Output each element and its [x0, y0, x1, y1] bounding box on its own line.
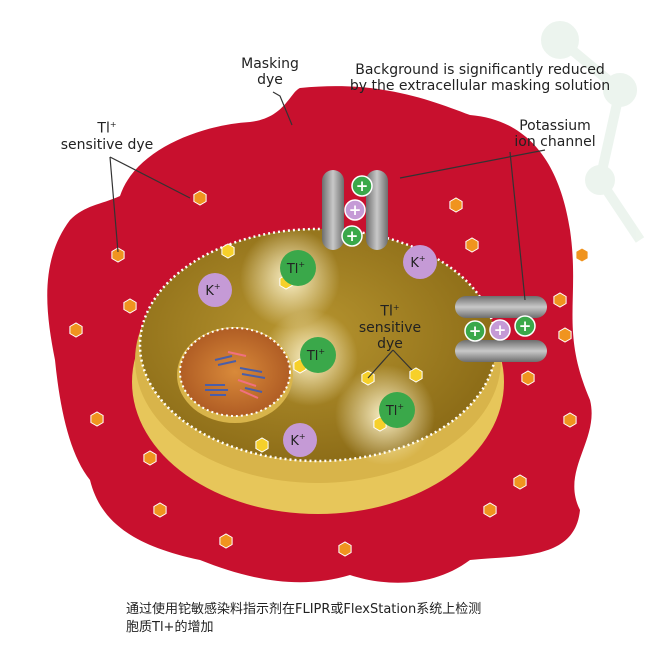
- tl-sensitive-dye-outer-label: Tl+ sensitive dye: [42, 117, 172, 153]
- channel-ion-purple: [489, 319, 511, 341]
- channel-ion-purple-plus: +: [494, 321, 507, 339]
- nucleus-dotted-border: [179, 327, 291, 417]
- potassium-channel-right: + + +: [455, 296, 547, 362]
- potassium-channel-label: Potassium ion channel: [500, 118, 610, 150]
- channel-ion-green-plus: +: [469, 322, 482, 340]
- dye-hexagon: [69, 322, 83, 338]
- tl-charge-inner: +: [392, 303, 400, 312]
- potassium-ion-group: K+K+K+: [198, 245, 437, 457]
- dye-hexagon: [338, 541, 352, 557]
- dye-hexagon: [513, 474, 527, 490]
- dye-hexagon: [449, 197, 463, 213]
- dye-hexagon: [483, 502, 497, 518]
- channel-ion-green-plus: +: [346, 227, 359, 245]
- potassium-channel-line1: Potassium: [519, 118, 591, 134]
- dye-hexagon-yellow: [221, 243, 235, 259]
- thallium-ion: [280, 250, 316, 286]
- channel-ion-green: [351, 175, 373, 197]
- dye-hexagon: [123, 298, 137, 314]
- background-note-line2: by the extracellular masking solution: [349, 78, 611, 94]
- masking-dye-label-line1: Masking: [241, 56, 299, 72]
- nucleus: [180, 328, 290, 416]
- channel-ion-purple: [344, 199, 366, 221]
- tl-ion-symbol: Tl: [97, 120, 110, 137]
- dye-hexagon-yellow: [255, 437, 269, 453]
- annotation-leader-lines: [109, 91, 546, 379]
- channel-ion-green: [464, 320, 486, 342]
- tl-sensitive-dye-text: sensitive dye: [60, 136, 154, 153]
- figure-caption: 通过使用铊敏感染料指示剂在FLIPR或FlexStation系统上检测 胞质Tl…: [126, 601, 606, 637]
- caption-line1: 通过使用铊敏感染料指示剂在FLIPR或FlexStation系统上检测: [126, 602, 482, 617]
- dye-hexagon: [465, 237, 479, 253]
- tl-ion-symbol-inner: Tl: [380, 303, 393, 320]
- thallium-ion-group: Tl+Tl+Tl+: [280, 250, 415, 428]
- background-note-label: Background is significantly reduced by t…: [330, 62, 630, 94]
- caption-line2: 胞质Tl+的增加: [126, 620, 214, 635]
- thallium-ion: [379, 392, 415, 428]
- dye-hexagon: [143, 450, 157, 466]
- channel-ion-green-plus: +: [356, 177, 369, 195]
- potassium-ion: [283, 423, 317, 457]
- chromosome-strands: [205, 355, 266, 396]
- channel-ion-purple-plus: +: [349, 201, 362, 219]
- dye-hexagon: [575, 247, 589, 263]
- tl-sensitive-inner-line2: sensitive: [358, 319, 422, 336]
- tl-charge: +: [109, 120, 117, 129]
- potassium-channel-top: + + +: [322, 170, 388, 250]
- chromosome-strands-pink: [227, 351, 259, 399]
- dye-hexagon: [193, 190, 207, 206]
- thallium-ion: [300, 337, 336, 373]
- channel-ion-green: [341, 225, 363, 247]
- dye-hexagon: [153, 502, 167, 518]
- dye-hexagon: [521, 370, 535, 386]
- dye-hexagon: [553, 292, 567, 308]
- dye-hexagon: [563, 412, 577, 428]
- potassium-ion: [198, 273, 232, 307]
- background-network-decoration: [541, 21, 645, 243]
- channel-ion-green-plus: +: [519, 317, 532, 335]
- dye-hexagon: [219, 533, 233, 549]
- dye-hexagon: [90, 411, 104, 427]
- masking-dye-label-line2: dye: [257, 72, 283, 88]
- extracellular-dye-group: [69, 190, 589, 557]
- dye-hexagon-yellow: [409, 367, 423, 383]
- background-note-line1: Background is significantly reduced: [355, 62, 605, 78]
- tl-sensitive-inner-line3: dye: [377, 335, 403, 352]
- masking-dye-label: Masking dye: [222, 56, 318, 88]
- potassium-channel-line2: ion channel: [514, 134, 596, 150]
- tl-sensitive-dye-inner-label: Tl+ sensitive dye: [340, 300, 440, 352]
- dye-hexagon: [558, 327, 572, 343]
- channel-ion-green: [514, 315, 536, 337]
- potassium-ion: [403, 245, 437, 279]
